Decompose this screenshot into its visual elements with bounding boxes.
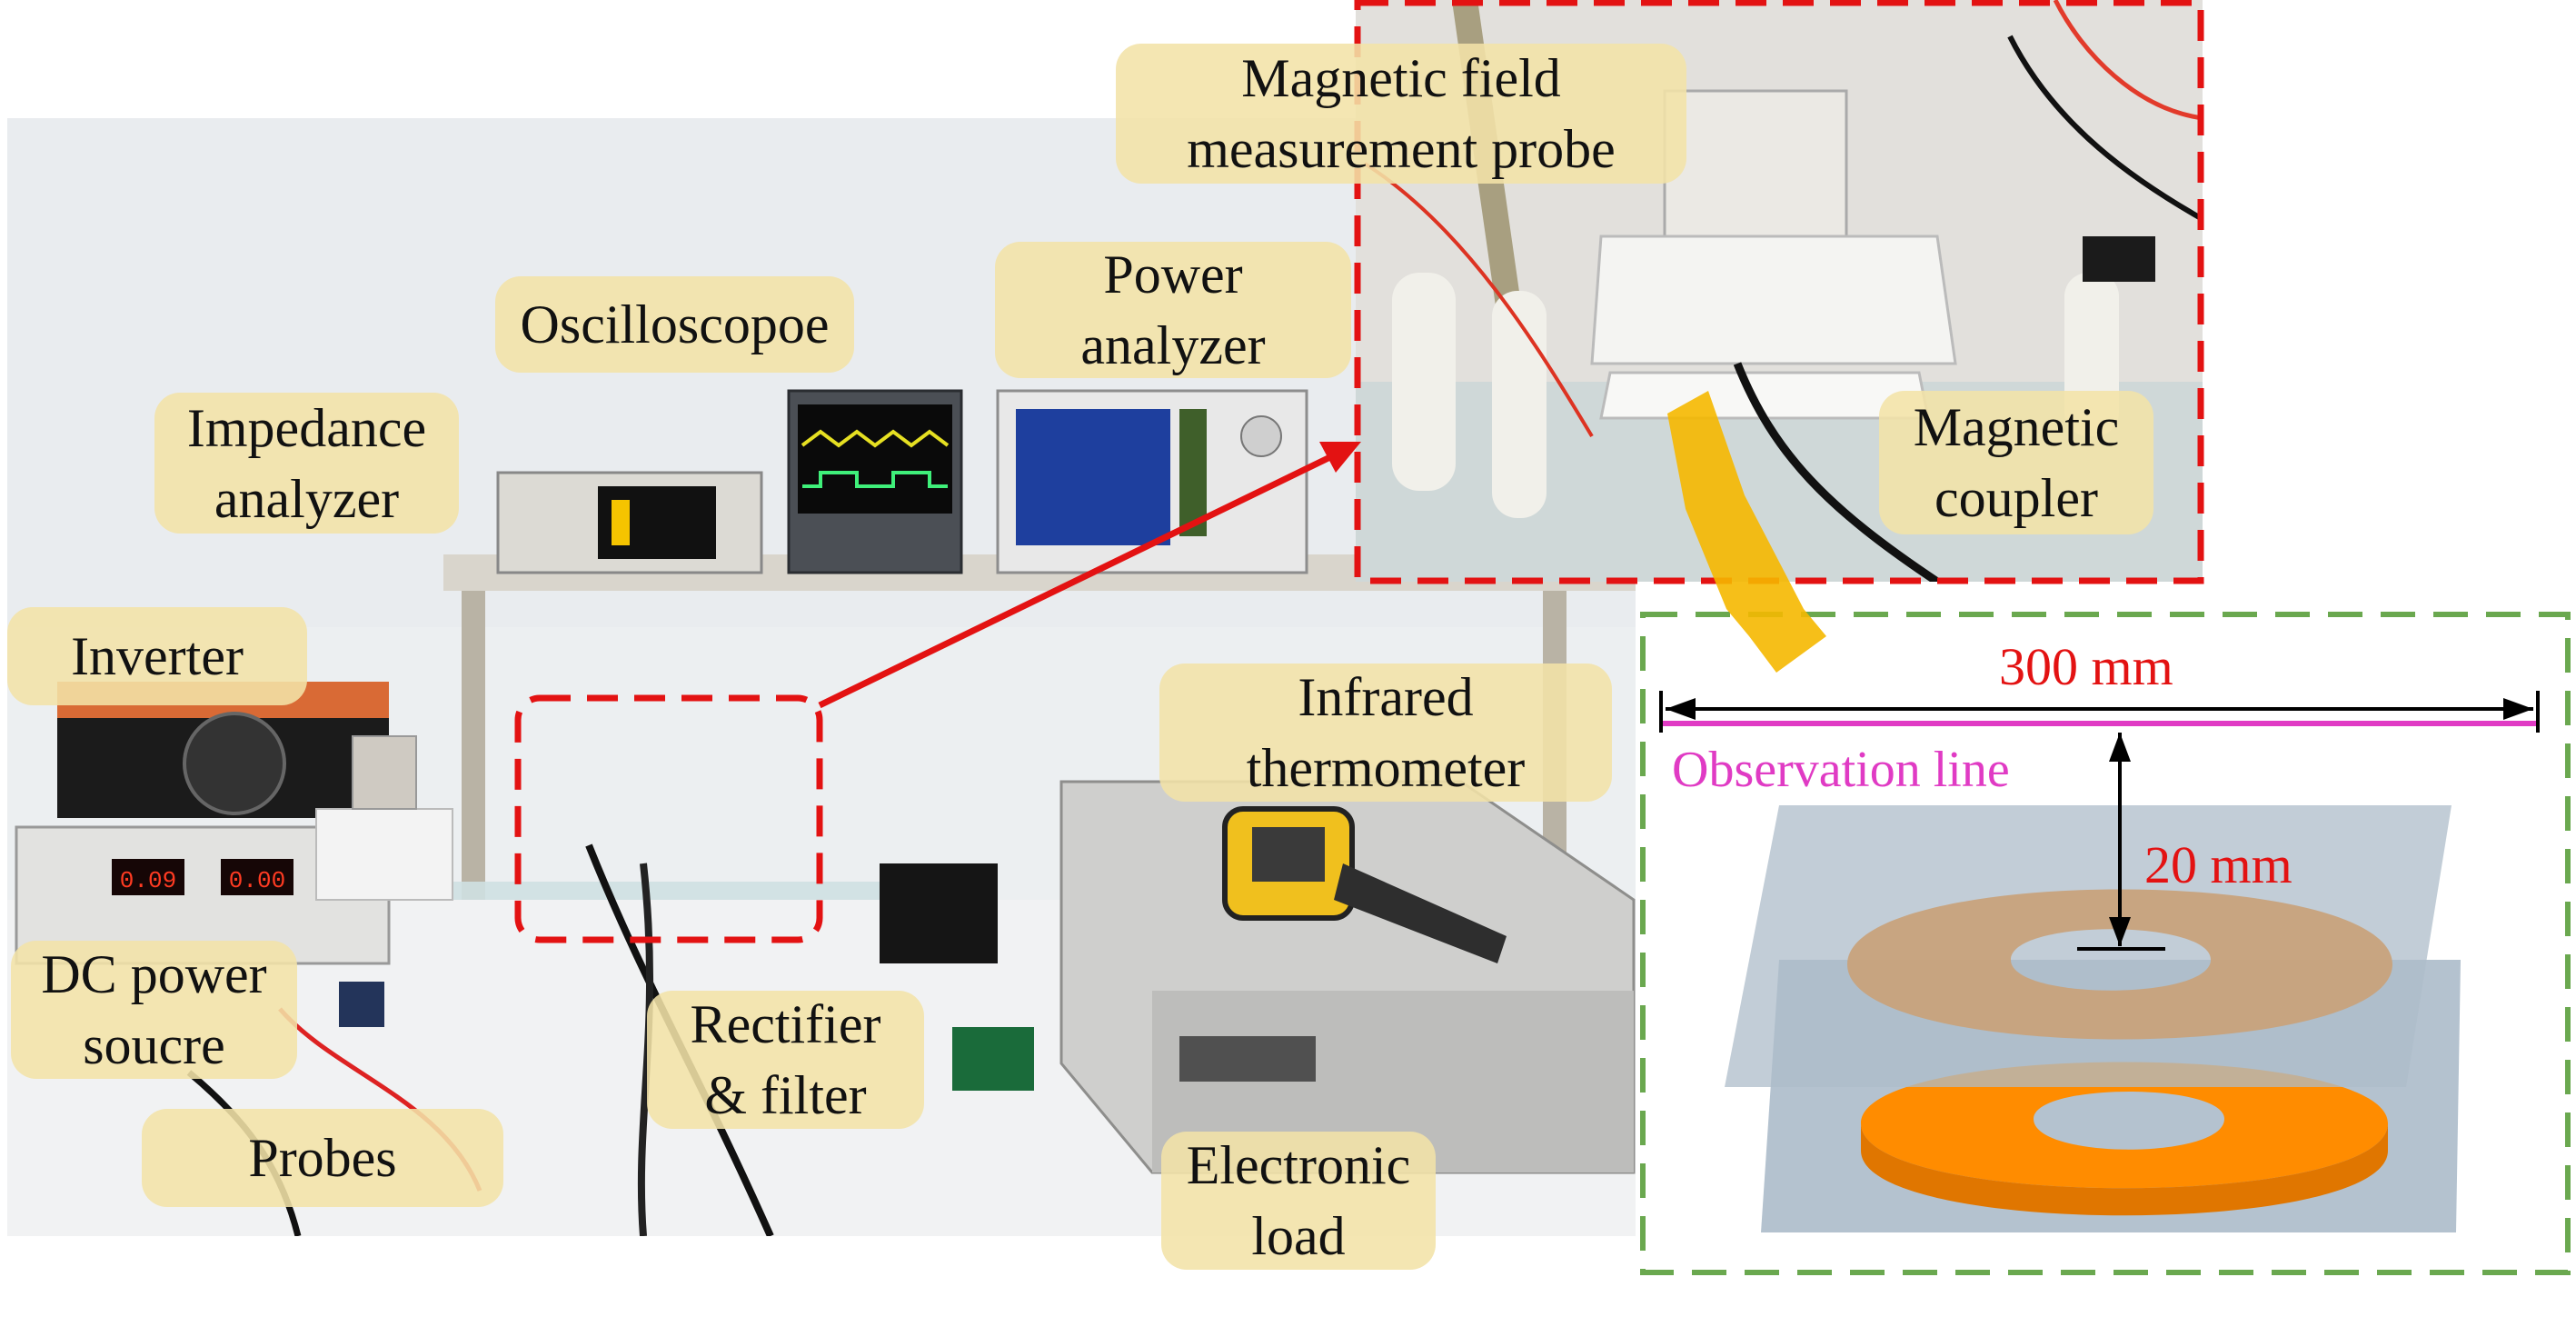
label-electronic-load-line1: Electronic [1186, 1135, 1411, 1195]
label-power-analyzer: Power analyzer [995, 242, 1351, 378]
height-arrow-top [2109, 733, 2131, 762]
label-impedance-analyzer-line2: analyzer [214, 468, 400, 529]
bottom-coil [1861, 1062, 2388, 1189]
label-power-analyzer-line2: analyzer [1080, 315, 1266, 375]
label-magnetic-coupler-line1: Magnetic [1913, 397, 2120, 457]
label-dc-power-source: DC power soucre [11, 941, 297, 1079]
yellow-pointer-arrow [1667, 391, 1826, 673]
zoom-arrow-head [1319, 442, 1361, 473]
label-rectifier-filter-line2: & filter [704, 1065, 867, 1125]
bottom-coil-edge [1861, 1123, 2388, 1216]
dc-display-right: 0.00 [229, 867, 285, 894]
label-rectifier-filter: Rectifier & filter [647, 991, 924, 1129]
label-oscilloscope: Oscilloscopoe [495, 276, 854, 373]
label-magnetic-probe-line1: Magnetic field [1241, 48, 1561, 108]
width-arrow-left [1666, 698, 1696, 720]
observation-line-label: Observation line [1672, 742, 2010, 798]
height-label: 20 mm [2144, 835, 2293, 894]
label-infrared-thermometer: Infrared thermometer [1159, 664, 1612, 802]
label-infrared-thermometer-line2: thermometer [1246, 738, 1526, 798]
label-magnetic-probe: Magnetic field measurement probe [1116, 44, 1686, 184]
label-magnetic-probe-line2: measurement probe [1187, 119, 1616, 179]
label-magnetic-coupler-line2: coupler [1934, 468, 2098, 528]
label-probes: Probes [142, 1109, 503, 1207]
label-infrared-thermometer-line1: Infrared [1298, 667, 1474, 727]
label-magnetic-coupler: Magnetic coupler [1879, 391, 2153, 534]
height-arrow-bottom [2109, 917, 2131, 946]
coupler-schematic [1659, 691, 2540, 1232]
top-coil [1847, 889, 2392, 1040]
label-electronic-load-line2: load [1251, 1206, 1346, 1266]
zoom-arrow [818, 451, 1338, 709]
label-rectifier-filter-line1: Rectifier [690, 994, 881, 1054]
coupler-highlight-frame [514, 694, 823, 943]
label-inverter: Inverter [7, 607, 307, 705]
label-impedance-analyzer-line1: Impedance [186, 397, 427, 458]
label-impedance-analyzer: Impedance analyzer [154, 393, 459, 534]
width-label: 300 mm [1999, 637, 2173, 696]
label-dc-power-source-line1: DC power [41, 944, 267, 1004]
dc-display-left: 0.09 [120, 867, 176, 894]
width-arrow-right [2503, 698, 2533, 720]
label-power-analyzer-line1: Power [1103, 244, 1243, 304]
label-dc-power-source-line2: soucre [83, 1015, 225, 1075]
label-electronic-load: Electronic load [1161, 1132, 1436, 1270]
